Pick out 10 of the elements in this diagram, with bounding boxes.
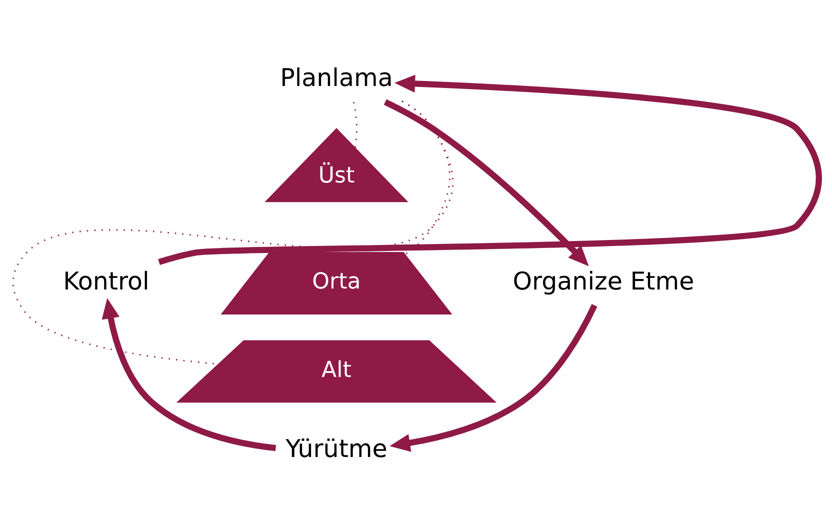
node-text: Organize Etme [512, 266, 694, 295]
connector [352, 102, 358, 148]
arrow [384, 98, 589, 266]
node-text: Yürütme [286, 434, 388, 463]
arrow [390, 304, 598, 452]
node-text: Kontrol [63, 266, 150, 295]
connector [12, 100, 454, 364]
node-text: Planlama [280, 62, 393, 92]
arrow [158, 74, 822, 264]
arrow [102, 298, 276, 451]
